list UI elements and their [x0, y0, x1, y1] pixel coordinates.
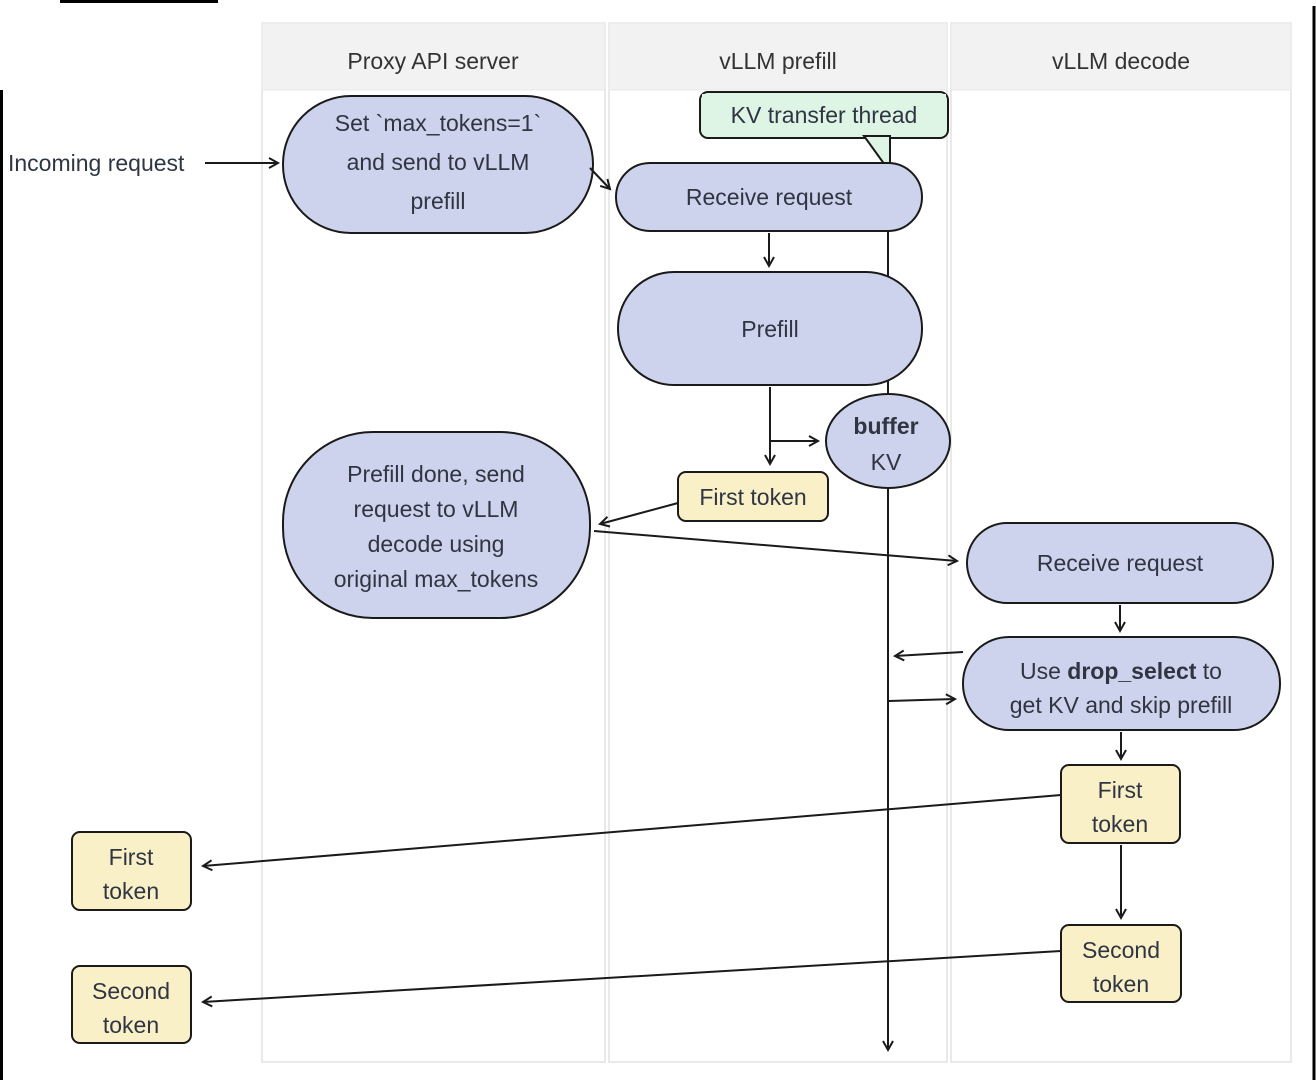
node-second-token-decode-line2: token [1093, 971, 1149, 997]
node-second-token-out-line2: token [103, 1012, 159, 1038]
node-prefill-receive-label: Receive request [686, 184, 853, 210]
lane-decode-label: vLLM decode [1052, 48, 1190, 74]
node-first-token-prefill [677, 471, 829, 522]
node-first-token-decode-line1: First [1098, 777, 1143, 803]
node-proxy-set-line1: Set `max_tokens=1` [335, 110, 541, 136]
node-decode-receive [966, 522, 1274, 604]
node-first-token-out [71, 831, 192, 911]
edge-prefill-done-to-decode-receive [593, 530, 960, 567]
node-kv-transfer-thread-label: KV transfer thread [731, 102, 918, 128]
node-drop-select [962, 636, 1281, 731]
node-prefill [617, 271, 923, 386]
node-decode-receive-label: Receive request [1037, 550, 1204, 576]
kv-thread-box-face [702, 94, 946, 134]
node-buffer-kv-line2: KV [871, 449, 902, 475]
lane-decode-header [950, 22, 1292, 91]
drop-select-pre: Use [1020, 658, 1067, 684]
node-proxy-set-line3: prefill [411, 188, 466, 214]
edge-second-token-out [200, 950, 1062, 1008]
node-second-token-decode [1060, 924, 1182, 1003]
node-prefill-done-line2: request to vLLM [354, 496, 519, 522]
node-first-token-out-line2: token [103, 878, 159, 904]
node-second-token-out [71, 965, 192, 1044]
edge-proxy-to-prefill-receive [589, 167, 612, 191]
node-proxy-set [282, 95, 594, 234]
node-prefill-label: Prefill [741, 316, 799, 342]
drop-select-post: to [1196, 658, 1222, 684]
edge-drop-select-to-kv-line [892, 649, 964, 662]
lane-prefill-label: vLLM prefill [719, 48, 837, 74]
lane-prefill-header [608, 22, 948, 91]
node-second-token-out-line1: Second [92, 978, 170, 1004]
node-first-token-decode [1060, 764, 1181, 844]
node-prefill-done-line4: original max_tokens [334, 566, 539, 592]
lane-proxy-header [261, 22, 606, 91]
node-buffer-kv [825, 393, 951, 489]
incoming-request-label: Incoming request [8, 150, 185, 176]
node-drop-select-line1: Use drop_select to [1020, 658, 1222, 684]
node-second-token-decode-line1: Second [1082, 937, 1160, 963]
node-first-token-out-line1: First [109, 844, 154, 870]
node-proxy-set-line2: and send to vLLM [347, 149, 530, 175]
node-drop-select-line2: get KV and skip prefill [1010, 692, 1232, 718]
node-first-token-decode-line2: token [1092, 811, 1148, 837]
node-first-token-prefill-label: First token [699, 484, 806, 510]
node-prefill-done [282, 431, 591, 619]
edge-first-token-to-prefill-done [598, 502, 679, 528]
edge-kv-line-to-drop-select [887, 693, 958, 706]
node-prefill-done-line3: decode using [368, 531, 505, 557]
edge-first-token-out [200, 794, 1062, 872]
node-prefill-receive [615, 162, 923, 232]
lane-proxy-label: Proxy API server [347, 48, 519, 74]
node-buffer-kv-line1: buffer [853, 413, 918, 439]
drop-select-bold: drop_select [1067, 658, 1196, 684]
node-prefill-done-line1: Prefill done, send [347, 461, 525, 487]
